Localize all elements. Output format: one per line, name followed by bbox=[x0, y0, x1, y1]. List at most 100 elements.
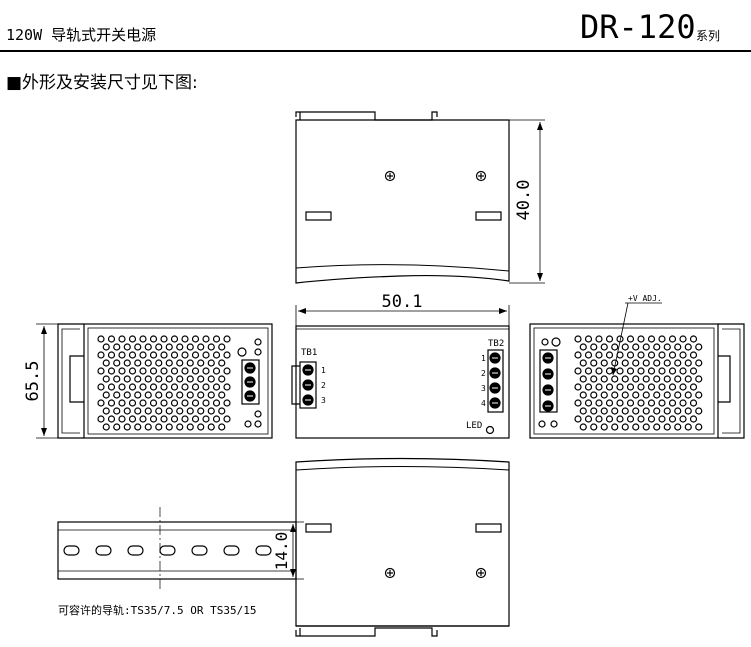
vent-hole bbox=[160, 399, 168, 407]
vent-hole bbox=[663, 423, 671, 431]
vent-hole bbox=[139, 351, 147, 359]
vent-hole bbox=[97, 383, 105, 391]
vent-hole bbox=[139, 335, 147, 343]
vent-hole bbox=[647, 383, 656, 391]
terminal-block-tb1 bbox=[299, 361, 317, 409]
mount-slot bbox=[475, 211, 502, 221]
vent-hole bbox=[637, 335, 645, 343]
terminal-block bbox=[241, 359, 260, 405]
vent-hole bbox=[637, 415, 645, 423]
vent-hole bbox=[574, 399, 582, 407]
bottom-view: 14.0 可容许的导轨:TS35/7.5 OR TS35/15 bbox=[57, 457, 510, 637]
vent-hole bbox=[584, 399, 593, 407]
vent-hole bbox=[658, 367, 666, 375]
mount-slot bbox=[475, 523, 502, 533]
vent-hole bbox=[621, 359, 629, 367]
vent-hole bbox=[679, 367, 687, 375]
vent-hole bbox=[616, 335, 624, 343]
vent-hole bbox=[684, 359, 692, 367]
vent-hole bbox=[595, 383, 603, 391]
series-suffix: 系列 bbox=[696, 29, 720, 43]
vent-hole bbox=[605, 367, 614, 375]
vent-hole bbox=[181, 399, 189, 407]
vent-hole bbox=[160, 335, 168, 343]
vent-hole bbox=[642, 359, 650, 367]
right-side-view: +V ADJ. bbox=[529, 294, 745, 439]
vent-hole bbox=[632, 423, 640, 431]
vent-hole bbox=[574, 367, 582, 375]
vent-hole bbox=[626, 351, 635, 359]
vent-hole bbox=[128, 351, 137, 359]
vent-hole bbox=[611, 375, 619, 383]
vent-hole bbox=[590, 423, 598, 431]
vent-hole bbox=[674, 343, 682, 351]
vent-hole bbox=[653, 343, 661, 351]
vent-hole bbox=[642, 375, 650, 383]
vent-hole bbox=[674, 359, 682, 367]
vent-hole bbox=[160, 367, 168, 375]
vent-hole bbox=[668, 351, 677, 359]
vent-hole bbox=[626, 383, 635, 391]
rail-slot bbox=[127, 545, 144, 556]
vent-hole bbox=[155, 423, 163, 431]
screw-icon bbox=[237, 347, 247, 357]
vent-hole bbox=[663, 343, 671, 351]
vent-hole bbox=[695, 343, 703, 351]
vent-hole bbox=[134, 343, 142, 351]
vent-hole bbox=[574, 351, 582, 359]
terminal-block bbox=[539, 349, 558, 413]
vent-hole bbox=[102, 375, 110, 383]
vent-hole bbox=[584, 415, 593, 423]
vent-hole bbox=[621, 407, 629, 415]
vent-hole bbox=[632, 407, 640, 415]
vent-hole bbox=[170, 399, 179, 407]
vent-hole bbox=[621, 375, 629, 383]
vent-hole bbox=[97, 367, 105, 375]
vent-hole bbox=[642, 391, 650, 399]
vent-hole bbox=[118, 335, 126, 343]
vent-hole bbox=[616, 399, 624, 407]
vent-hole bbox=[113, 359, 121, 367]
vent-hole bbox=[134, 391, 142, 399]
vent-hole bbox=[605, 415, 614, 423]
vent-hole bbox=[653, 375, 661, 383]
vent-hole bbox=[574, 335, 582, 343]
vent-hole bbox=[149, 351, 158, 359]
vent-hole bbox=[590, 407, 598, 415]
vent-hole bbox=[600, 359, 608, 367]
vent-hole bbox=[584, 383, 593, 391]
vent-hole bbox=[611, 391, 619, 399]
vent-hole bbox=[637, 383, 645, 391]
vent-hole bbox=[223, 367, 231, 375]
vent-hole bbox=[102, 423, 110, 431]
vent-hole bbox=[191, 367, 200, 375]
vent-hole bbox=[584, 351, 593, 359]
vent-hole bbox=[107, 399, 116, 407]
vent-hole bbox=[134, 375, 142, 383]
vent-hole bbox=[605, 351, 614, 359]
vent-hole bbox=[170, 351, 179, 359]
vent-hole bbox=[600, 375, 608, 383]
vent-hole bbox=[626, 415, 635, 423]
vent-hole bbox=[605, 383, 614, 391]
vent-hole bbox=[642, 343, 650, 351]
vent-hole bbox=[574, 383, 582, 391]
vent-hole-pattern bbox=[574, 335, 703, 431]
vent-hole bbox=[668, 383, 677, 391]
vent-hole bbox=[128, 415, 137, 423]
mount-slot bbox=[305, 211, 332, 221]
vent-hole bbox=[102, 343, 110, 351]
vent-hole bbox=[223, 383, 231, 391]
tb2-label: TB2 bbox=[488, 339, 504, 349]
vent-hole bbox=[202, 399, 210, 407]
vent-hole bbox=[590, 343, 598, 351]
led-indicator-icon bbox=[485, 425, 495, 435]
vent-hole bbox=[663, 407, 671, 415]
vent-hole bbox=[223, 399, 231, 407]
vent-hole bbox=[186, 375, 194, 383]
vent-hole bbox=[191, 399, 200, 407]
vent-hole bbox=[197, 359, 205, 367]
vent-hole bbox=[212, 399, 221, 407]
vent-hole bbox=[170, 335, 179, 343]
vent-hole bbox=[605, 335, 614, 343]
